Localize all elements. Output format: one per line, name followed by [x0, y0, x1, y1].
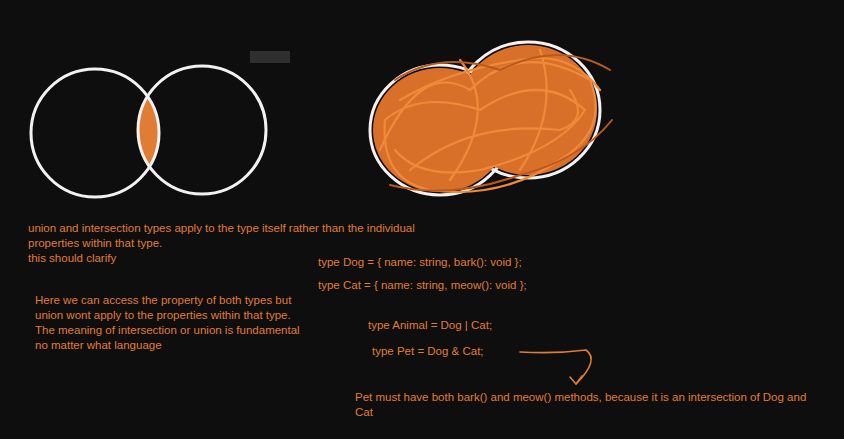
grey-tag: [250, 51, 290, 63]
venn-circle-left: [31, 69, 159, 197]
note-text: this should clarify: [28, 251, 228, 266]
note-text: Pet must have both bark() and meow() met…: [355, 390, 825, 420]
code-line: type Cat = { name: string, meow(): void …: [318, 278, 527, 293]
scribble-dark: [390, 55, 612, 191]
code-line: type Pet = Dog & Cat;: [372, 344, 484, 359]
note-text: Here we can access the property of both …: [35, 293, 313, 353]
venn-circle-right: [138, 66, 266, 194]
intersection-fill: [138, 66, 266, 194]
arrow-head: [570, 376, 582, 384]
leader-arrow: [520, 350, 591, 384]
note-text: union and intersection types apply to th…: [28, 221, 453, 251]
code-line: type Dog = { name: string, bark(): void …: [318, 255, 522, 270]
code-line: type Animal = Dog | Cat;: [368, 318, 492, 333]
